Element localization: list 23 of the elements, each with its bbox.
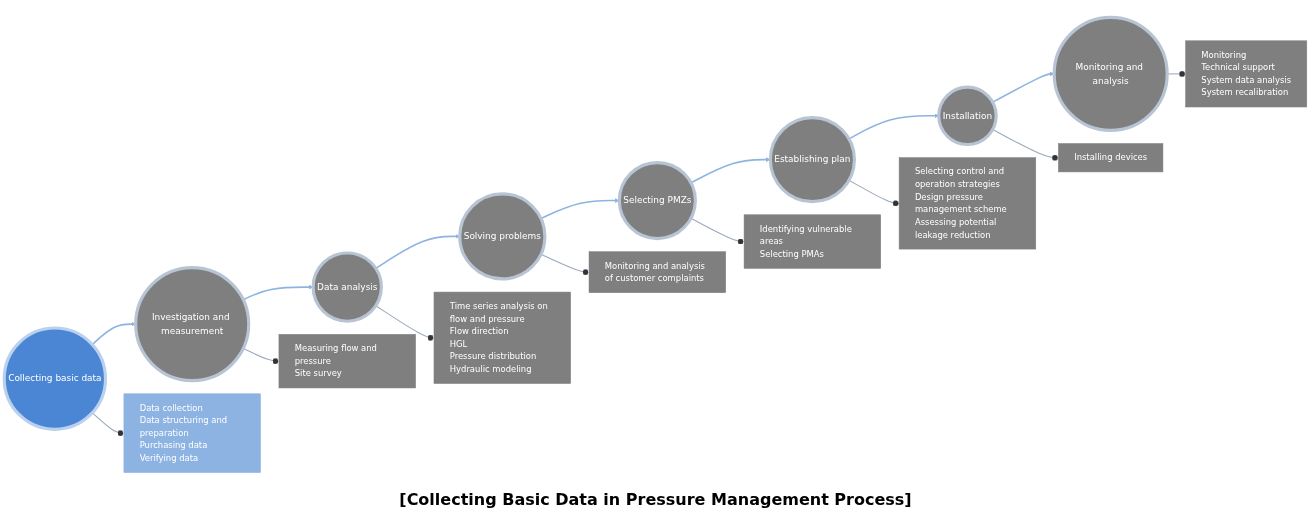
node-circle: Solving problems (458, 192, 547, 281)
node-circle: Selecting PMZs (617, 161, 697, 241)
node-circle: Establishing plan (768, 115, 856, 204)
node-circle: Investigation and measurement (134, 266, 251, 383)
node-circle: Data analysis (311, 251, 383, 323)
caption: [Collecting Basic Data in Pressure Management Process] (399, 490, 912, 509)
connector (91, 412, 125, 437)
node-box: Time series analysis on flow and pressure Flow direction HGL Pressure distribution Hydraulic modeling (433, 291, 571, 384)
node-box: Monitoring Technical support System data analysis System recalibration (1185, 40, 1308, 108)
node-box: Monitoring and analysis of customer complaints (588, 251, 726, 293)
connector (690, 217, 745, 245)
node-circle: Collecting basic data (2, 326, 108, 431)
connector (540, 253, 590, 276)
node-box: Selecting control and operation strategies Design pressure management scheme Assessing potential leakage reduction (898, 157, 1037, 250)
node-box: Installing devices (1058, 143, 1164, 173)
node-box: Identifying vulnerable areas Selecting PMAs (743, 214, 881, 269)
connector (992, 128, 1059, 161)
node-circle: Installation (937, 85, 998, 147)
connector (375, 305, 435, 341)
node-circle: Monitoring and analysis (1052, 15, 1169, 132)
connector (848, 179, 900, 207)
node-box: Data collection Data structuring and preparation Purchasing data Verifying data (123, 393, 261, 473)
node-box: Measuring flow and pressure Site survey (278, 334, 416, 389)
